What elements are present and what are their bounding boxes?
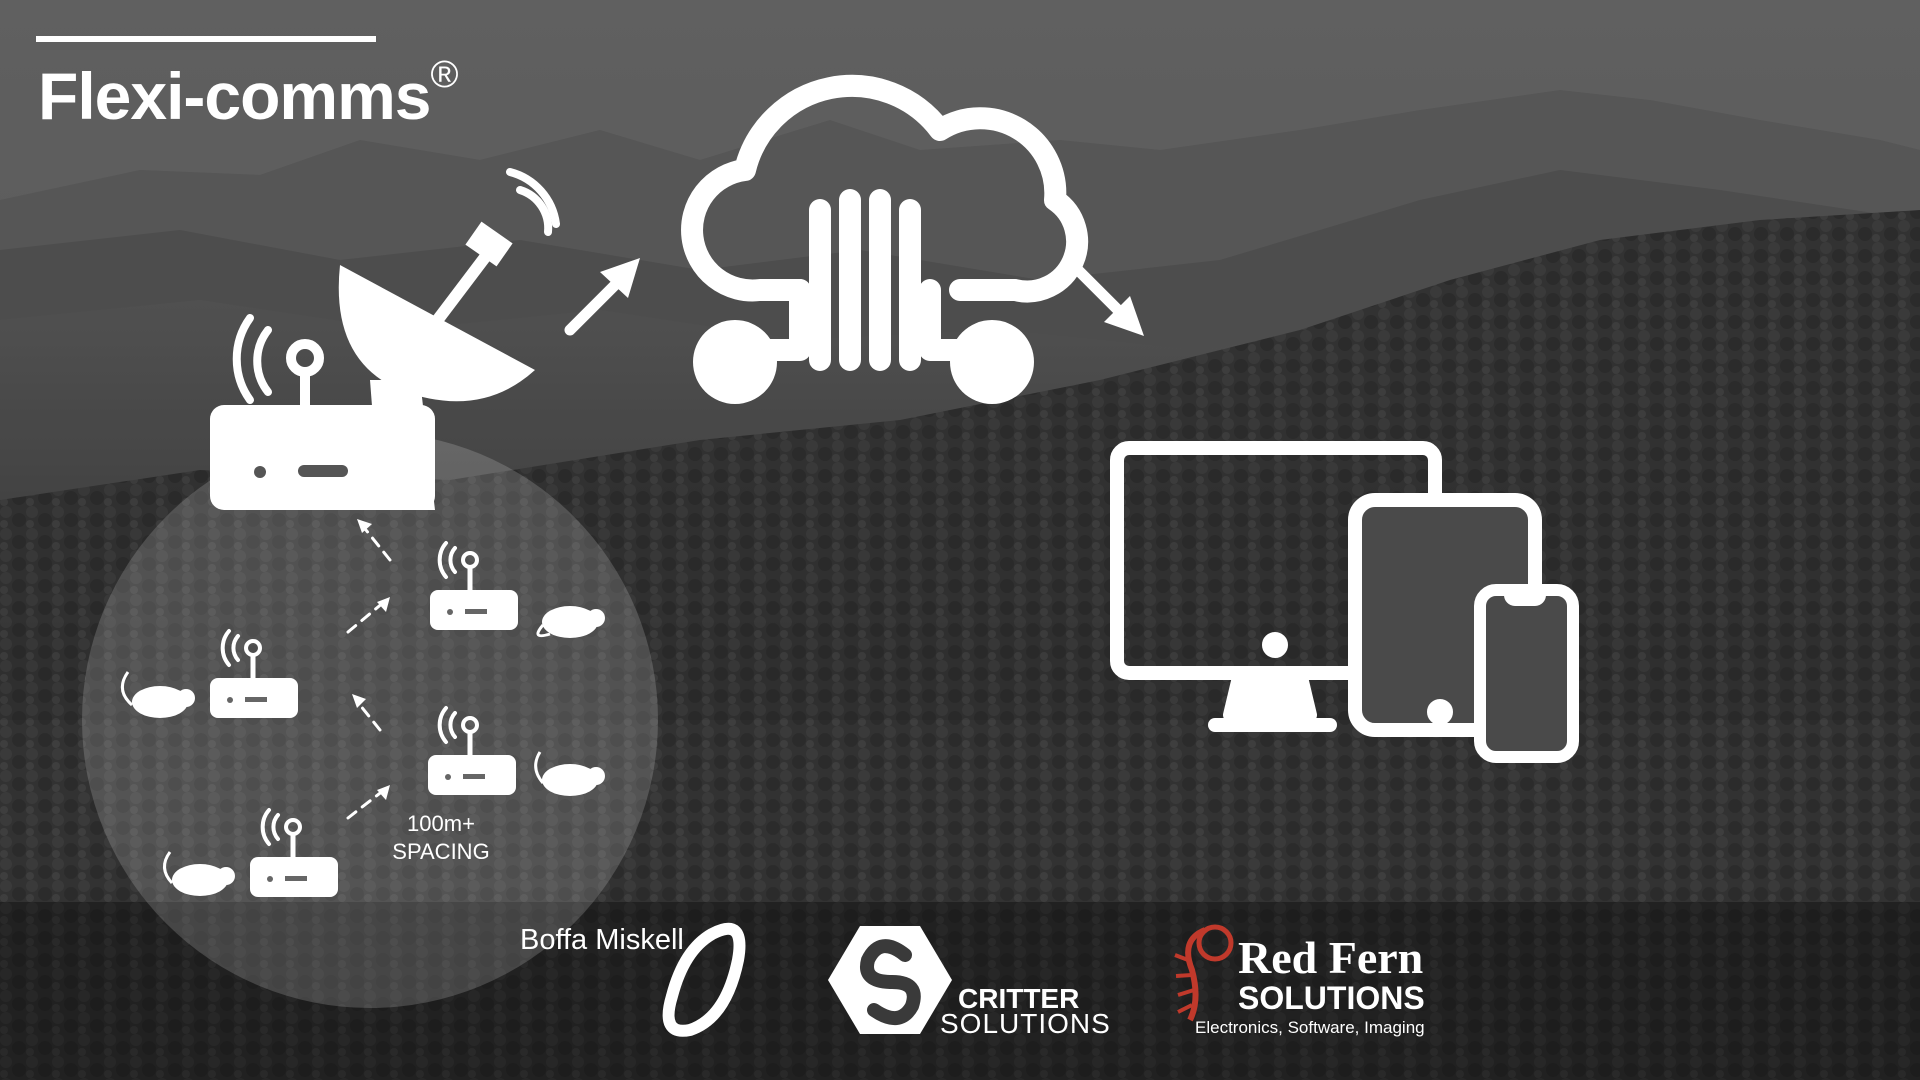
red-fern-logo-mark	[1174, 924, 1234, 1022]
critter-logo-text: CRITTER	[958, 983, 1080, 1014]
local-network-zone	[82, 432, 658, 1008]
mesh-link-arrow	[346, 597, 390, 634]
trap-node-router-icon	[250, 808, 338, 897]
arrow-down-right-icon	[1072, 264, 1144, 336]
arrow-up-right-icon	[564, 258, 640, 336]
cloud-network-icon	[681, 74, 1089, 371]
trap-node-router-icon	[430, 541, 518, 630]
mesh-link-arrow	[352, 694, 382, 732]
title-text: Flexi-comms	[38, 59, 431, 133]
spacing-label: 100m+ SPACING	[376, 810, 506, 866]
satellite-dish-icon	[338, 168, 560, 510]
rodent-icon	[536, 606, 605, 638]
rodent-icon	[120, 671, 195, 718]
boffa-miskell-logo-text: Boffa Miskell	[520, 924, 684, 956]
footer-band	[0, 902, 1920, 1080]
boffa-miskell-logo-mark	[662, 922, 746, 1037]
cloud-node-left	[693, 320, 777, 404]
critter-logo-subtext: SOLUTIONS	[940, 1008, 1111, 1039]
title-rule	[36, 36, 376, 42]
trap-node-router-icon	[210, 629, 298, 718]
rodent-icon	[534, 751, 605, 796]
mesh-link-arrow	[346, 785, 390, 820]
spacing-value: 100m+	[407, 811, 475, 836]
rodent-icon	[163, 851, 235, 896]
registered-mark: ®	[430, 54, 458, 96]
red-fern-logo-text: Red Fern	[1238, 932, 1424, 983]
smartphone-icon	[1474, 584, 1579, 763]
trap-node-router-icon	[428, 706, 516, 795]
mesh-link-arrow	[357, 519, 392, 562]
spacing-caption: SPACING	[392, 839, 490, 864]
red-fern-solutions-text: SOLUTIONS	[1238, 980, 1425, 1016]
page-title: Flexi-comms®	[38, 54, 458, 134]
critter-solutions-logo-mark	[828, 926, 952, 1034]
cloud-node-right	[950, 320, 1034, 404]
red-fern-tagline: Electronics, Software, Imaging	[1195, 1018, 1425, 1037]
